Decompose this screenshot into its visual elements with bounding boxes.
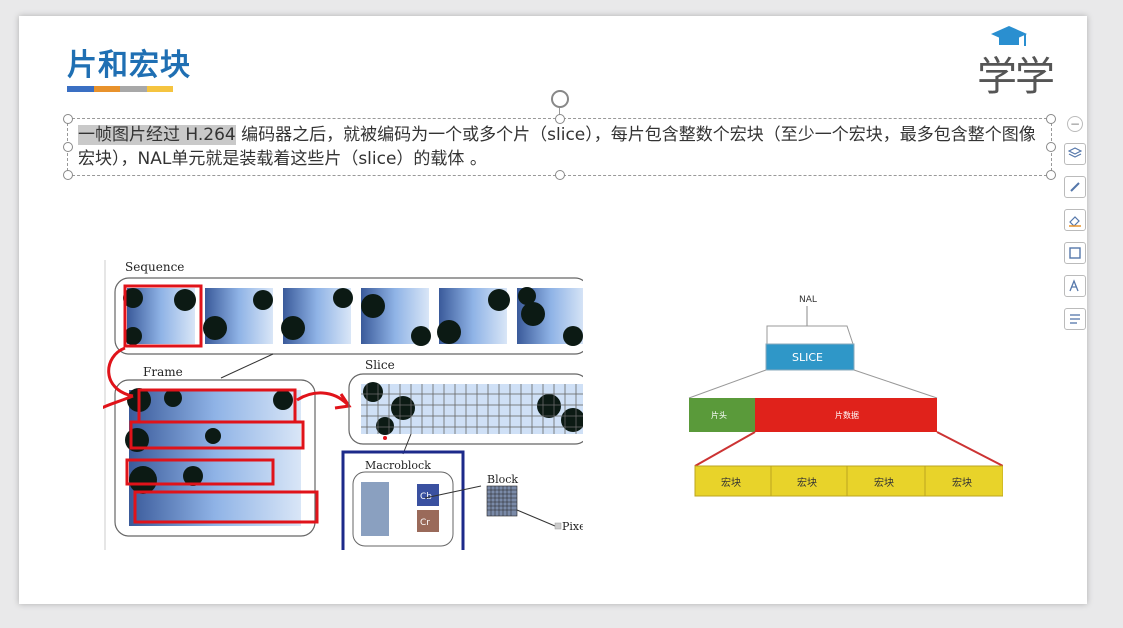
frame-container [114,379,316,537]
block-label: Block [487,473,518,486]
body-text: 一帧图片经过 H.264 编码器之后，就被编码为一个或多个片（slice），每片… [78,123,1043,171]
resize-handle-t[interactable] [555,114,565,124]
macroblock-cell [924,465,1003,497]
macroblock-cell [846,465,926,497]
pen-icon[interactable] [1064,176,1086,198]
slice-data-label: 片数据 [835,410,859,420]
macroblock-cell-label: 宏块 [874,476,894,489]
block-to-pixel-arrow [516,509,556,527]
resize-handle-br[interactable] [1046,170,1056,180]
sequence-to-frame-arrow [220,353,274,379]
frame-label: Frame [143,365,183,379]
text-style-icon[interactable] [1064,275,1086,297]
annotation-curve [103,346,134,410]
annotation-box-frame [123,284,203,348]
resize-handle-tr[interactable] [1046,114,1056,124]
sequence-label: Sequence [125,260,184,274]
macroblock-label: Macroblock [365,459,431,472]
block-grid [487,486,517,516]
slice-right-line [853,369,938,399]
data-right-line [936,431,1003,467]
luma-block [361,482,389,536]
macroblock-cell-label: 宏块 [721,476,741,489]
video-hierarchy-figure: Sequence Frame [103,260,583,550]
resize-handle-r[interactable] [1046,142,1056,152]
macroblock-cell-label: 宏块 [952,476,972,489]
cb-label: Cb [420,492,432,502]
block-image [487,486,517,516]
slice-block-label: SLICE [792,351,823,364]
annotation-dot [383,436,387,440]
slice-left-line [688,369,767,399]
data-left-line [694,431,756,467]
eraser-icon[interactable] [1064,209,1086,231]
resize-handle-l[interactable] [63,142,73,152]
body-textbox[interactable]: 一帧图片经过 H.264 编码器之后，就被编码为一个或多个片（slice），每片… [63,114,1056,180]
resize-handle-tl[interactable] [63,114,73,124]
macroblock-row: 宏块 宏块 宏块 宏块 [694,465,1003,497]
layers-icon[interactable] [1064,143,1086,165]
text-format-icon[interactable] [1064,308,1086,330]
slice-container [348,373,583,445]
brand-logo: 学学 [977,24,1063,100]
macroblock-cell [694,465,772,497]
nal-structure-figure: NAL SLICE 片头 片数据 宏块 宏块 宏块 宏块 [688,295,1003,497]
sequence-frames [123,287,583,346]
annotation-arrow [296,391,352,410]
nal-label: NAL [799,295,817,305]
resize-handle-bl[interactable] [63,170,73,180]
slice-data-block [755,398,937,432]
slice-header-block [689,398,755,432]
resize-handle-b[interactable] [555,170,565,180]
frame-icon[interactable] [1064,242,1086,264]
cr-label: Cr [420,518,430,528]
macroblock-to-block-arrow [424,485,482,499]
macroblock-highlight [341,450,465,550]
graduation-cap-icon [991,26,1027,46]
pixel-label: Pixel [562,520,583,533]
cb-block [417,484,439,506]
macroblock-container [352,471,454,547]
cr-block [417,510,439,532]
slice-grid [361,384,583,434]
slide: 片和宏块 学学 一帧图片经过 H.264 编码器之后，就被编码为一个或多个片（s… [19,16,1087,604]
slice-label: Slice [365,358,395,372]
sequence-container [114,277,583,355]
nal-bracket [766,325,854,345]
slice-block [765,343,855,371]
selected-text: 一帧图片经过 H.264 [78,125,236,145]
annotation-toolbar: − [1062,116,1088,341]
collapse-icon[interactable]: − [1067,116,1083,132]
logo-text: 学学 [977,54,1055,100]
title-underline [67,86,173,92]
rotate-handle[interactable] [551,90,569,108]
macroblock-cell-label: 宏块 [797,476,817,489]
body-text-rest: 编码器之后，就被编码为一个或多个片（slice），每片包含整数个宏块（至少一个宏… [78,125,1036,169]
macroblock-cell [770,465,848,497]
pixel-square [554,522,562,530]
rotate-handle-stem [559,108,560,118]
frame-image [129,390,301,526]
slice-header-label: 片头 [711,410,727,420]
slide-title: 片和宏块 [67,48,191,83]
annotation-slice-boxes [125,388,319,524]
block-outline [486,485,518,517]
